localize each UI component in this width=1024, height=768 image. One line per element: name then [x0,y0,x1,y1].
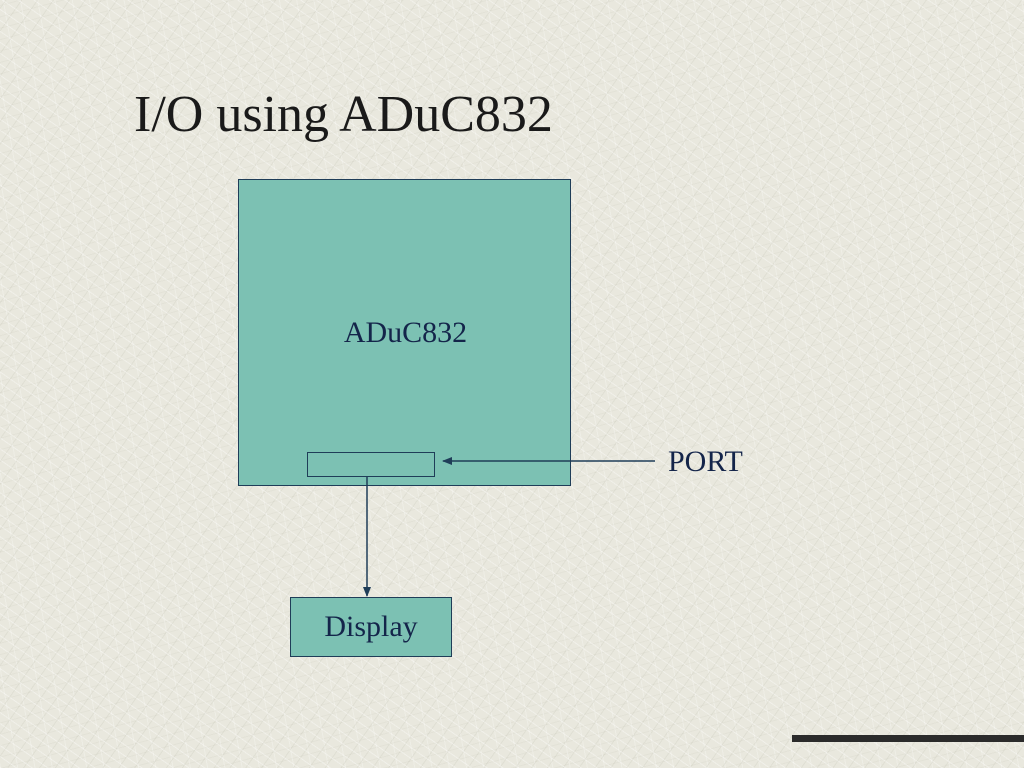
footer-bar [792,735,1024,742]
port-box [307,452,435,477]
display-box: Display [290,597,452,657]
aduc832-block: ADuC832 [238,179,571,486]
port-label: PORT [668,445,743,478]
aduc832-label: ADuC832 [343,316,468,349]
slide-title: I/O using ADuC832 [134,86,553,143]
display-label: Display [324,610,418,643]
